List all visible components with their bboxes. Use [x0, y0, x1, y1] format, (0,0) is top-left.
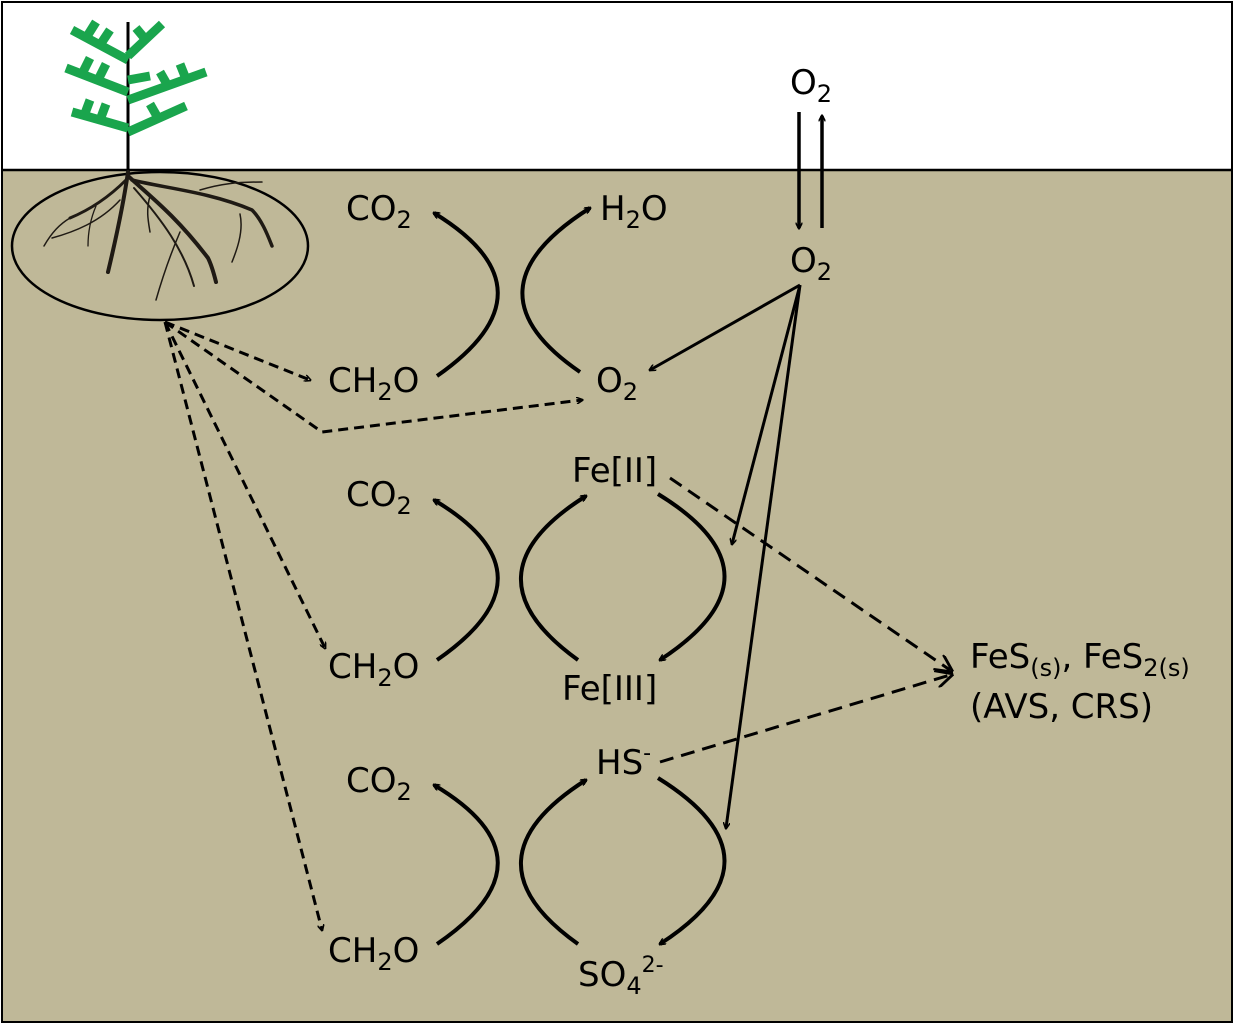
fes-label: FeS(s), FeS2(s): [970, 637, 1190, 682]
root-icon: [43, 170, 274, 301]
fe3-label: Fe[III]: [562, 669, 658, 709]
h2o-label: H2O: [600, 189, 668, 234]
hs-to-fes-arrow: [659, 675, 950, 764]
co2-label-2: CO2: [346, 475, 412, 520]
co2-label-3: CO2: [346, 761, 412, 806]
iron-oxidation-arc: [656, 492, 727, 660]
rhizosphere-ellipse: [10, 170, 310, 322]
co2-label-1: CO2: [346, 189, 412, 234]
o2-reduced-label: O2: [596, 361, 639, 406]
so4-label: SO42-: [578, 953, 664, 1000]
o2-atmosphere-label: O2: [790, 63, 833, 108]
carbon-cycle-arcs: [434, 211, 500, 946]
iron-reduction-arc: [519, 494, 586, 662]
ch2o-label-2: CH2O: [328, 647, 420, 692]
sulfur-cycle-arcs: [519, 776, 727, 946]
oxygen-reduction-arc: [520, 206, 590, 374]
sediment-region: [1, 169, 1233, 1023]
ch2o-label-3: CH2O: [328, 931, 420, 976]
avs-crs-label: (AVS, CRS): [970, 687, 1154, 727]
carbon-arc-3: [434, 783, 500, 946]
root-to-ch2o-3-arrow: [163, 321, 322, 930]
plant-icon: [64, 19, 208, 172]
fes-formation-arrows: [659, 476, 950, 764]
o2-exchange-arrows: [799, 112, 822, 228]
o2-oxidation-arrows: [650, 283, 802, 828]
o2-to-sulfur-cycle-arrow: [726, 284, 802, 828]
hs-label: HS-: [596, 741, 652, 783]
iron-cycle-arcs: [519, 492, 727, 662]
o2-to-iron-cycle-arrow: [732, 284, 802, 544]
o2-to-o2-arrow: [650, 283, 801, 370]
fe2-label: Fe[II]: [572, 451, 658, 491]
root-to-ch2o-1-arrow: [164, 320, 310, 380]
sulfide-oxidation-arc: [656, 776, 727, 944]
sulfate-reduction-arc: [519, 778, 586, 946]
fe2-to-fes-arrow: [669, 476, 950, 670]
root-to-ch2o-2-arrow: [163, 321, 325, 648]
carbon-arc-2: [434, 498, 500, 662]
ch2o-label-1: CH2O: [328, 361, 420, 406]
carbon-arc-1: [434, 211, 500, 378]
o2-sediment-label: O2: [790, 241, 833, 286]
root-exudate-arrows: [163, 320, 582, 930]
atmosphere-region: [1, 1, 1233, 171]
